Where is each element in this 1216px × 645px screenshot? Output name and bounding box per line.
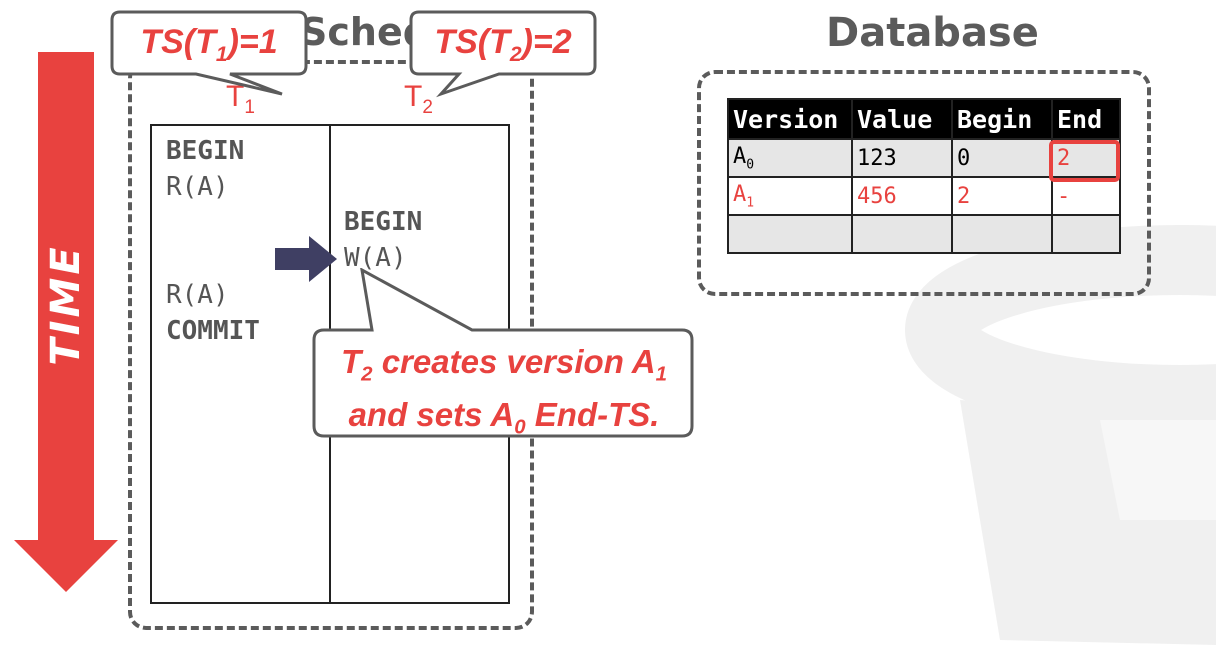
t1-header: T1 [226, 80, 255, 118]
time-arrow-head [14, 540, 118, 592]
value-cell: 123 [851, 138, 953, 178]
version-cell: A0 [727, 138, 853, 178]
column-header-end: End [1051, 98, 1121, 140]
ts2-callout: TS(T2)=2 [434, 23, 572, 66]
time-label: TIME [43, 244, 89, 366]
t1-commit: COMMIT [166, 316, 260, 346]
end-cell [1051, 214, 1121, 254]
t2-begin: BEGIN [344, 207, 423, 237]
column-header-version: Version [727, 98, 853, 140]
end-cell: 2 [1051, 138, 1121, 178]
begin-cell: 2 [951, 176, 1053, 216]
end-cell: - [1051, 176, 1121, 216]
value-cell [851, 214, 953, 254]
ts2-callout-shape [409, 10, 597, 98]
note-line-2: and sets A0 End-TS. [348, 395, 660, 439]
column-header-begin: Begin [951, 98, 1053, 140]
t2-header: T2 [404, 80, 433, 118]
value-cell: 456 [851, 176, 953, 216]
table-row: A0 123 0 2 [727, 138, 1121, 178]
t1-read-1: R(A) [166, 172, 229, 202]
begin-cell [951, 214, 1053, 254]
version-table: Version Value Begin End A0 123 0 2 A1 45… [727, 98, 1121, 254]
column-header-value: Value [851, 98, 953, 140]
version-cell [727, 214, 853, 254]
ts1-callout: TS(T1)=1 [140, 23, 278, 66]
right-arrow-icon [275, 236, 337, 282]
database-title: Database [826, 10, 1039, 56]
note-line-1: T2 creates version A1 [340, 343, 668, 386]
database-box [697, 70, 1151, 296]
table-row [727, 214, 1121, 254]
table-header-row: Version Value Begin End [727, 98, 1121, 140]
time-arrow [38, 52, 94, 540]
t1-read-2: R(A) [166, 280, 229, 310]
t1-begin: BEGIN [166, 136, 245, 166]
note-callout-shape [312, 268, 694, 438]
end-cell-highlight [1049, 140, 1120, 182]
t2-write: W(A) [344, 243, 407, 273]
note-callout: T2 creates version A1 and sets A0 End-TS… [316, 342, 692, 447]
version-cell: A1 [727, 176, 853, 216]
ts1-callout-shape [110, 10, 308, 96]
begin-cell: 0 [951, 138, 1053, 178]
table-row: A1 456 2 - [727, 176, 1121, 216]
